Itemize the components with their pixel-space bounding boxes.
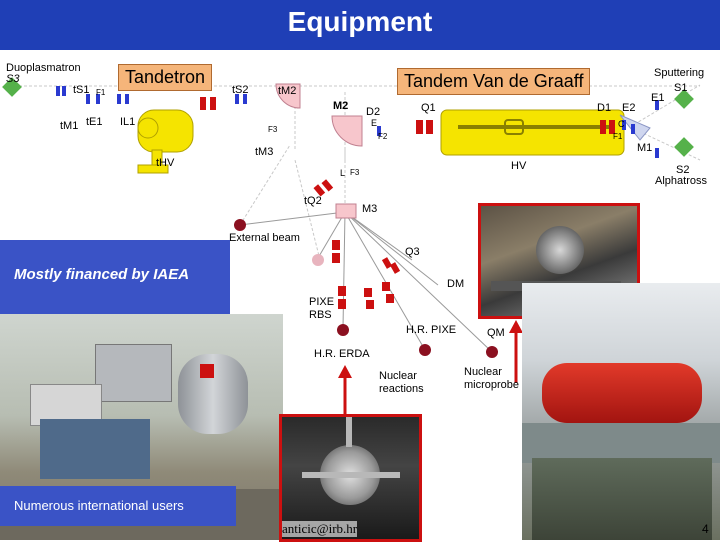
- label-tandem-vdg: Tandem Van de Graaff: [397, 68, 590, 95]
- page-title: Equipment: [0, 6, 720, 38]
- label-q3: Q3: [405, 246, 420, 258]
- label-tm1: tM1: [60, 120, 78, 132]
- label-d1: D1: [597, 102, 611, 114]
- label-external-beam: External beam: [229, 232, 300, 244]
- beam-path-tq2: [295, 160, 320, 260]
- label-f1-left: F1: [96, 88, 105, 97]
- label-ts2: tS2: [232, 84, 249, 96]
- label-tm3: tM3: [255, 146, 273, 158]
- target-tq2: [312, 254, 324, 266]
- label-l: L: [340, 168, 345, 178]
- label-s3: S3: [6, 73, 19, 85]
- label-ts1: tS1: [73, 84, 90, 96]
- label-e1: E1: [651, 92, 664, 104]
- label-dm: DM: [447, 278, 464, 290]
- label-hv: HV: [511, 160, 526, 172]
- label-nuclear-microprobe: Nuclear microprobe: [464, 366, 519, 392]
- label-pixe-rbs: PIXE RBS: [309, 296, 334, 322]
- label-e2: E2: [622, 102, 635, 114]
- label-tm2: tM2: [278, 85, 296, 97]
- magnet-m2: [332, 116, 362, 146]
- photo-vdg-lab: [522, 283, 720, 540]
- label-hr-erda: H.R. ERDA: [314, 348, 370, 360]
- label-m3: M3: [362, 203, 377, 215]
- label-c: C: [618, 119, 625, 129]
- label-e: E: [371, 118, 377, 128]
- label-tandetron: Tandetron: [118, 64, 212, 91]
- label-m1: M1: [637, 142, 652, 154]
- magnet-m3: [336, 204, 356, 218]
- label-te1: tE1: [86, 116, 103, 128]
- users-banner-text: Numerous international users: [14, 498, 184, 513]
- label-il1: IL1: [120, 116, 135, 128]
- label-alphatross: Alphatross: [655, 175, 707, 187]
- vdg-vessel: [441, 110, 624, 155]
- label-s1: S1: [674, 82, 687, 94]
- page-number: 4: [702, 522, 709, 536]
- label-f2: F2: [378, 132, 387, 141]
- label-sputtering: Sputtering: [654, 67, 704, 79]
- label-f3-left: F3: [268, 125, 277, 134]
- label-f1-right: F1: [613, 132, 622, 141]
- label-qm: QM: [487, 327, 505, 339]
- label-thv: tHV: [156, 157, 174, 169]
- source-s2: [674, 137, 694, 157]
- label-d2: D2: [366, 106, 380, 118]
- label-q1: Q1: [421, 102, 436, 114]
- label-nuclear-reactions: Nuclear reactions: [379, 370, 424, 396]
- iaea-banner-text: Mostly financed by IAEA: [14, 266, 189, 283]
- label-tq2: tQ2: [304, 195, 322, 207]
- label-hr-pixe: H.R. PIXE: [406, 324, 456, 336]
- beam-path-s1: [630, 85, 700, 127]
- footer-email: anticic@irb.hr: [282, 521, 357, 537]
- label-m2: M2: [333, 100, 348, 112]
- label-f3-mid: F3: [350, 168, 359, 177]
